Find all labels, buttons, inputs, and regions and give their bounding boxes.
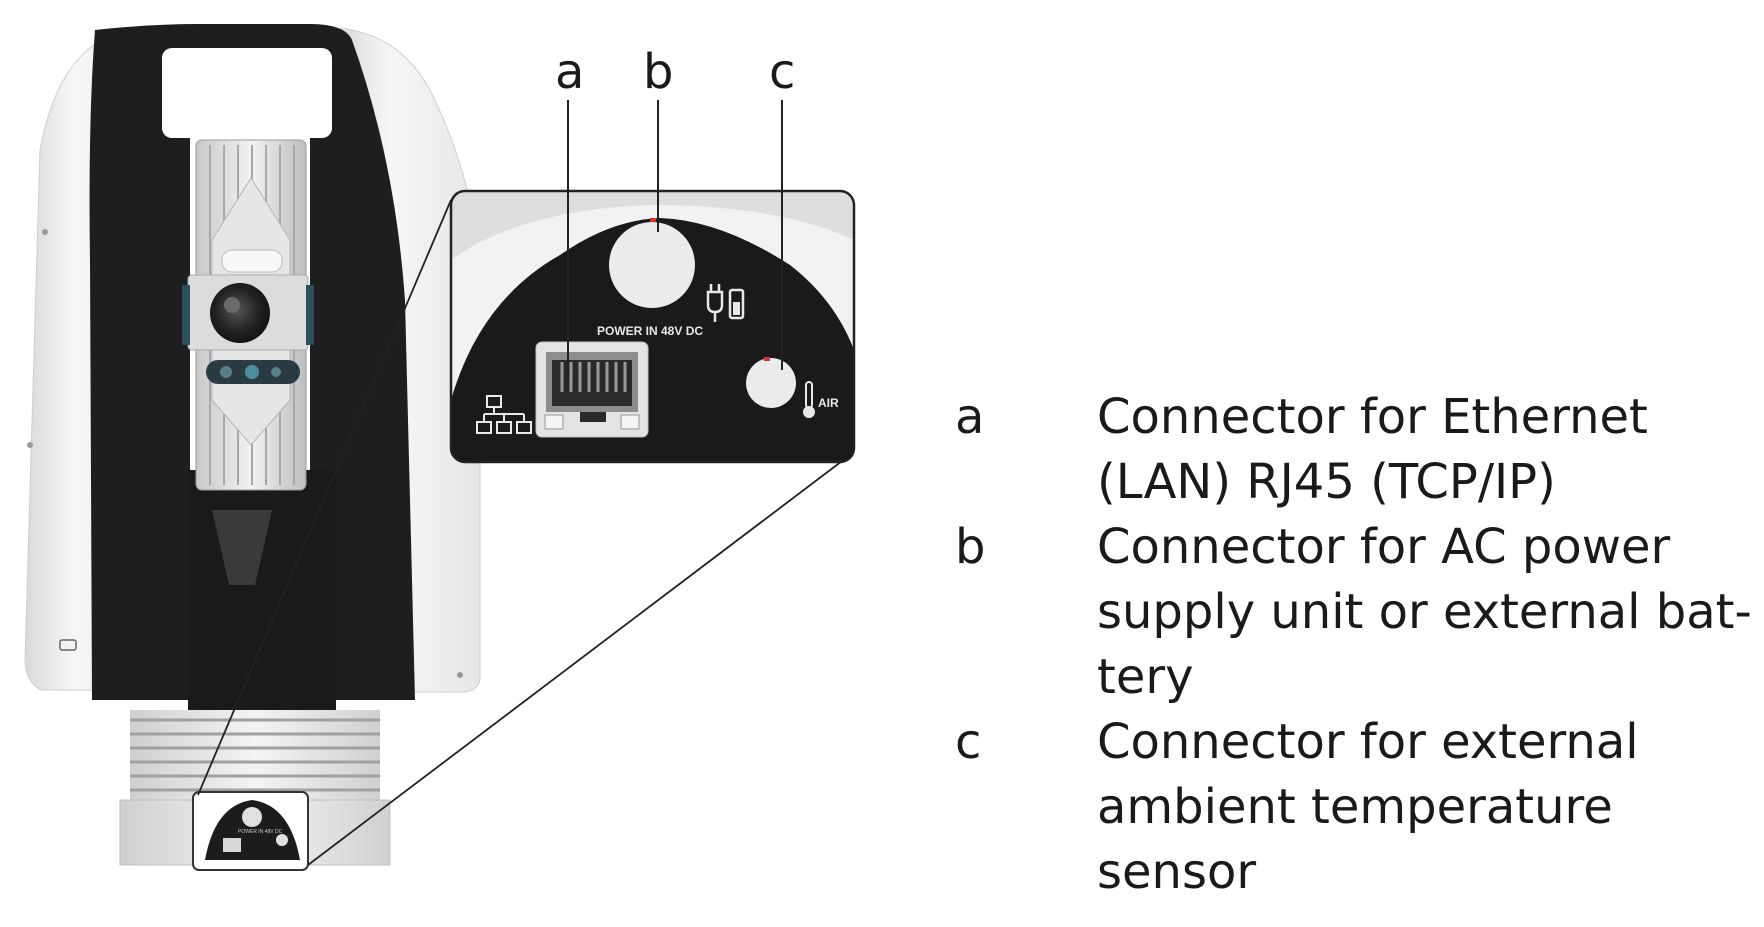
temperature-connector-led (764, 357, 770, 361)
legend: a Connector for Ethernet (LAN) RJ45 (TCP… (955, 385, 1755, 905)
shell-screw-3 (457, 672, 463, 678)
shell-screw-2 (27, 442, 33, 448)
legend-key-a: a (955, 389, 985, 445)
base-threads (130, 718, 380, 792)
plug-battery-icon (706, 284, 745, 322)
enlarged-connector-panel: POWER IN 48V DC (449, 189, 856, 464)
legend-text-c: Connector for external ambient temperatu… (1097, 714, 1639, 900)
small-connector-panel: POWER IN 48V DC (192, 791, 309, 871)
panel-arch (451, 191, 854, 260)
threaded-base (130, 710, 380, 800)
legend-key-c: c (955, 714, 982, 770)
legend-item-b: b Connector for AC power supply unit or … (955, 515, 1755, 710)
telescope-lens (210, 283, 270, 343)
legend-text-a: Connector for Ethernet (LAN) RJ45 (TCP/I… (1097, 389, 1648, 510)
callout-letter-a: a (555, 44, 584, 100)
shell-screw-1 (42, 229, 48, 235)
laser-tracker-body (24, 24, 481, 866)
callout-letter-b: b (643, 44, 673, 100)
sensor-dot-left (220, 366, 232, 378)
legend-item-c: c Connector for external ambient tempera… (955, 710, 1755, 905)
zoom-line-left (197, 199, 452, 796)
power-in-label: POWER IN 48V DC (597, 324, 703, 338)
legend-key-b: b (955, 519, 986, 575)
thermometer-icon (803, 381, 815, 418)
temperature-connector (746, 358, 796, 408)
small-power-label: POWER IN 48V DC (238, 829, 283, 835)
shell-label (59, 639, 77, 651)
legend-item-a: a Connector for Ethernet (LAN) RJ45 (TCP… (955, 385, 1755, 515)
handle-opening (162, 48, 332, 138)
lens-highlight (224, 297, 240, 313)
power-connector-led (650, 218, 656, 222)
network-icon (476, 395, 532, 434)
sensor-dot-center (245, 365, 259, 379)
column-cone (212, 510, 272, 585)
side-bracket-left (182, 285, 190, 345)
side-bracket-right (306, 285, 314, 345)
callout-letter-c: c (769, 44, 795, 100)
sensor-dot-right (271, 367, 281, 377)
air-label: AIR (818, 396, 839, 410)
rj45-connector (535, 341, 649, 438)
legend-text-b: Connector for AC power supply unit or ex… (1097, 519, 1752, 705)
zoom-line-right (307, 454, 851, 866)
telescope-window (221, 249, 283, 273)
center-column (188, 470, 336, 710)
power-connector (609, 222, 695, 308)
